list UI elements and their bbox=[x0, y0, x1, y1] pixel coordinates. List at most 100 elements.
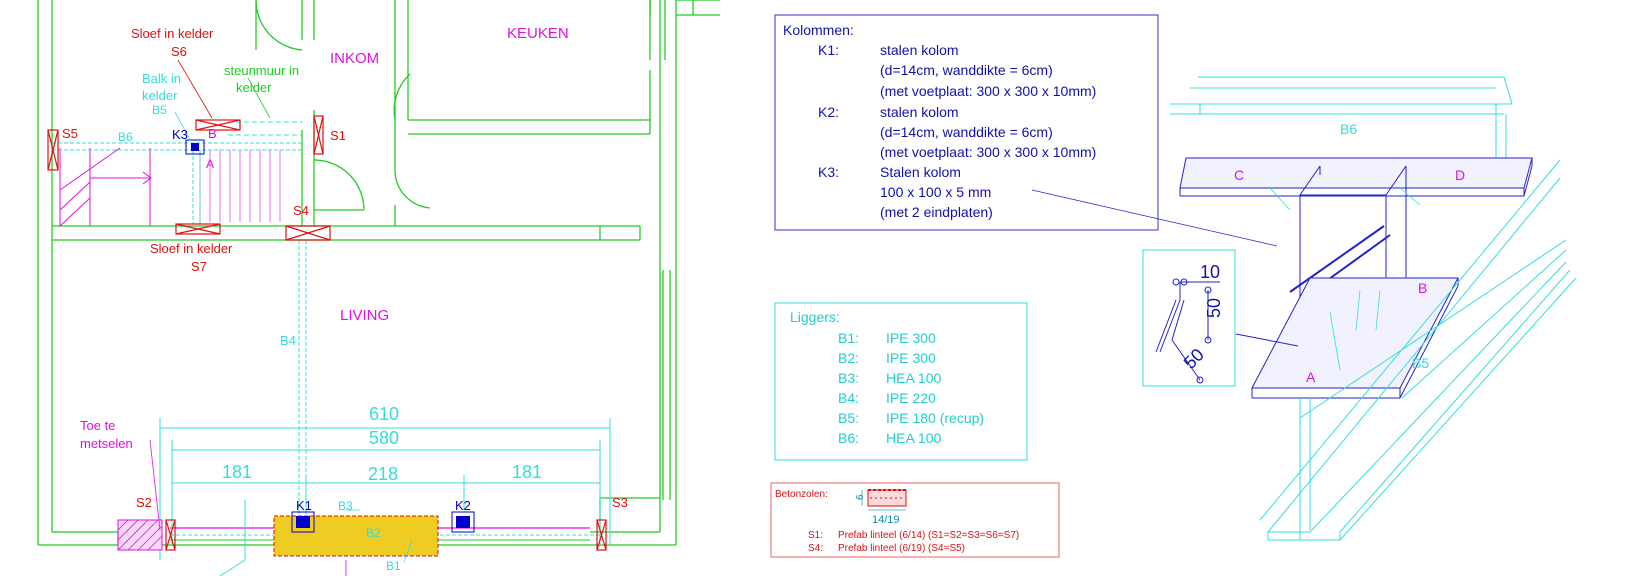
balk-line-1: Balk in bbox=[142, 71, 181, 86]
b4-value: IPE 220 bbox=[886, 390, 936, 406]
detail-welds bbox=[1269, 187, 1421, 371]
betonzolen-dim-6: 6 bbox=[855, 494, 866, 500]
b4-key: B4: bbox=[838, 390, 859, 406]
k2-line-3: (met voetplaat: 300 x 300 x 10mm) bbox=[880, 144, 1096, 160]
plan-text: INKOM KEUKEN LIVING Sloef in kelder S6 B… bbox=[62, 25, 628, 573]
sloef-s6 bbox=[195, 119, 241, 131]
detail-beam-b5 bbox=[1259, 159, 1577, 541]
detail-label-b6: B6 bbox=[1340, 121, 1357, 137]
detail-labels: B6 C D B A B5 bbox=[1234, 121, 1465, 385]
s4-value: Prefab linteel (6/19) (S4=S5) bbox=[838, 543, 965, 554]
sloef-s2 bbox=[165, 519, 176, 551]
column-k3 bbox=[185, 139, 205, 155]
label-s7: S7 bbox=[191, 259, 207, 274]
kolommen-title: Kolommen: bbox=[783, 22, 854, 38]
label-sloef-bottom: Sloef in kelder bbox=[150, 241, 233, 256]
detail-label-c: C bbox=[1234, 167, 1244, 183]
b6-key: B6: bbox=[838, 430, 859, 446]
iso-detail: 10 50 50 B6 C D B A B5 bbox=[1142, 76, 1577, 541]
sloef-s5 bbox=[47, 129, 59, 171]
label-b2: B2 bbox=[366, 526, 381, 540]
column-k1 bbox=[291, 511, 315, 533]
steunmuur-line-1: steunmuur in bbox=[224, 63, 299, 78]
k3-line-2: 100 x 100 x 5 mm bbox=[880, 184, 991, 200]
liggers-title: Liggers: bbox=[790, 309, 840, 325]
s1-value: Prefab linteel (6/14) (S1=S2=S3=S6=S7) bbox=[838, 530, 1019, 541]
label-sloef-top: Sloef in kelder bbox=[131, 26, 214, 41]
columns bbox=[185, 139, 475, 533]
s1-key: S1: bbox=[808, 530, 823, 541]
k2-line-2: (d=14cm, wanddikte = 6cm) bbox=[880, 124, 1053, 140]
detail-top-plate bbox=[1179, 157, 1533, 197]
room-inkom: INKOM bbox=[330, 50, 379, 67]
b2-key: B2: bbox=[838, 350, 859, 366]
sloefs bbox=[47, 115, 607, 551]
b2-value: IPE 300 bbox=[886, 350, 936, 366]
b1-key: B1: bbox=[838, 330, 859, 346]
plan-leaders bbox=[149, 59, 413, 576]
s4-key: S4: bbox=[808, 543, 823, 554]
k2-key: K2: bbox=[818, 104, 839, 120]
toe-line-1: Toe te bbox=[80, 418, 115, 433]
k2-line-1: stalen kolom bbox=[880, 104, 959, 120]
b3-key: B3: bbox=[838, 370, 859, 386]
betonzolen-box: Betonzolen: 6 14/19 S1: Prefab linteel (… bbox=[770, 482, 1060, 558]
liggers-box: Liggers: B1: IPE 300 B2: IPE 300 B3: HEA… bbox=[774, 302, 1028, 461]
weld-dim-10: 10 bbox=[1200, 262, 1220, 282]
betonzolen-section: 6 14/19 bbox=[855, 489, 907, 526]
label-s1: S1 bbox=[330, 128, 346, 143]
label-s5: S5 bbox=[62, 126, 78, 141]
label-s4: S4 bbox=[293, 203, 309, 218]
label-b-top: B bbox=[208, 126, 217, 141]
balk-line-2: kelder bbox=[142, 88, 178, 103]
b5-value: IPE 180 (recup) bbox=[886, 410, 984, 426]
toe-line-2: metselen bbox=[80, 436, 133, 451]
label-b6: B6 bbox=[118, 130, 133, 144]
detail-bottom-plate bbox=[1251, 277, 1459, 399]
weld-dim-50a: 50 bbox=[1204, 298, 1224, 318]
b3-value: HEA 100 bbox=[886, 370, 941, 386]
label-k1: K1 bbox=[296, 498, 312, 513]
k3-leader bbox=[1031, 189, 1278, 247]
label-s6: S6 bbox=[171, 44, 187, 59]
k3-key: K3: bbox=[818, 164, 839, 180]
betonzolen-dim-width: 14/19 bbox=[872, 514, 900, 526]
detail-label-a: A bbox=[1306, 369, 1316, 385]
toe-te-metselen-hatch bbox=[117, 519, 163, 551]
kolommen-box: Kolommen: K1: stalen kolom (d=14cm, wand… bbox=[774, 14, 1278, 247]
label-k2: K2 bbox=[455, 498, 471, 513]
k3-line-3: (met 2 eindplaten) bbox=[880, 204, 993, 220]
dim-580: 580 bbox=[369, 428, 399, 448]
b1-value: IPE 300 bbox=[886, 330, 936, 346]
label-s3: S3 bbox=[612, 495, 628, 510]
room-keuken: KEUKEN bbox=[507, 25, 569, 42]
k1-line-1: stalen kolom bbox=[880, 42, 959, 58]
k1-key: K1: bbox=[818, 42, 839, 58]
detail-label-b5: B5 bbox=[1412, 355, 1429, 371]
label-s2: S2 bbox=[136, 495, 152, 510]
sloef-s4 bbox=[285, 225, 331, 241]
room-living: LIVING bbox=[340, 307, 389, 324]
sloef-s7 bbox=[175, 223, 221, 235]
dim-181-left: 181 bbox=[222, 462, 252, 482]
weld-dim-50b: 50 bbox=[1180, 344, 1208, 372]
label-a-small: A bbox=[206, 157, 214, 171]
label-balk-in-kelder: Balk in kelder bbox=[142, 71, 181, 103]
sloef-s1 bbox=[313, 115, 324, 155]
detail-label-d: D bbox=[1455, 167, 1465, 183]
sloef-s3 bbox=[596, 519, 607, 551]
betonzolen-title: Betonzolen: bbox=[775, 489, 828, 500]
label-b5: B5 bbox=[152, 103, 167, 117]
detail-beam-b6 bbox=[1170, 76, 1513, 168]
floor-plan: INKOM KEUKEN LIVING Sloef in kelder S6 B… bbox=[37, 0, 720, 576]
label-toe-te-metselen: Toe te metselen bbox=[80, 418, 133, 451]
dim-610: 610 bbox=[369, 404, 399, 424]
b6-value: HEA 100 bbox=[886, 430, 941, 446]
column-k2 bbox=[451, 511, 475, 533]
k1-line-3: (met voetplaat: 300 x 300 x 10mm) bbox=[880, 83, 1096, 99]
dim-218: 218 bbox=[368, 464, 398, 484]
label-b3: B3 bbox=[338, 499, 353, 513]
dim-181-right: 181 bbox=[512, 462, 542, 482]
